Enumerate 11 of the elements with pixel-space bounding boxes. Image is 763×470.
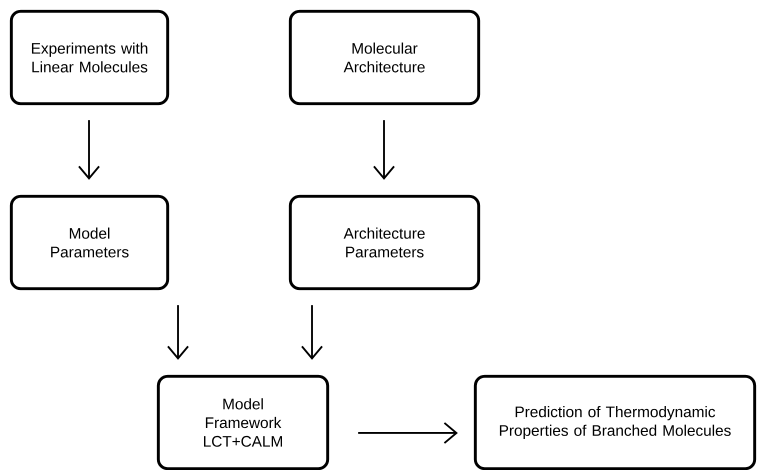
process-box: Model Parameters [10,194,170,290]
process-box: Prediction of Thermodynamic Properties of Branched Molecules [474,374,756,470]
arrow [358,422,458,444]
process-box: Model Framework LCT+CALM [156,374,330,470]
process-box: Experiments with Linear Molecules [10,10,170,106]
arrow [301,305,323,360]
process-box: Molecular Architecture [288,10,480,106]
process-box: Architecture Parameters [288,194,480,290]
arrow [373,120,395,180]
arrow [167,305,189,360]
arrow [78,120,100,180]
